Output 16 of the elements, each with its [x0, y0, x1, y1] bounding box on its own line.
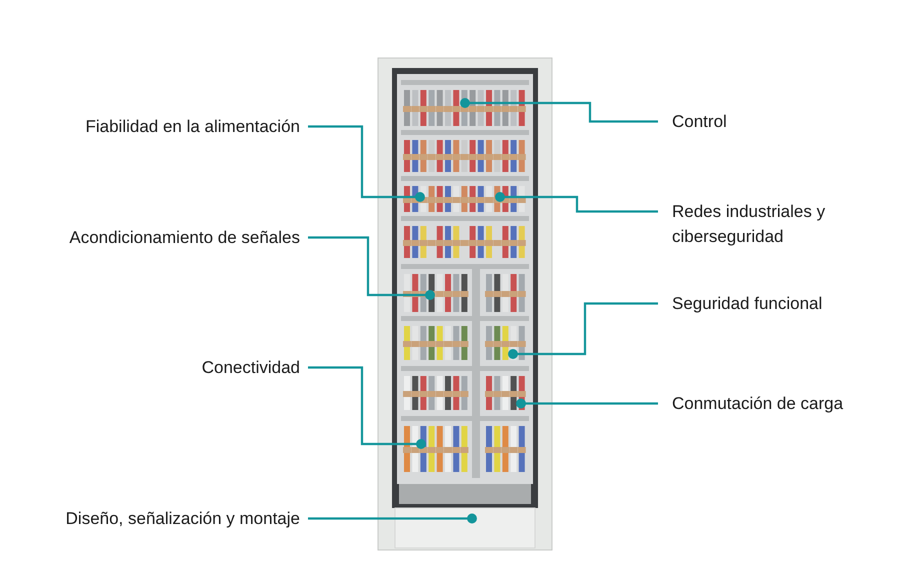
callout-label: Conmutación de carga — [672, 393, 844, 415]
leader-line — [308, 366, 426, 449]
leader-line — [308, 125, 425, 202]
leader-line — [508, 302, 658, 359]
callout-label: Seguridad funcional — [672, 293, 822, 315]
callout-label: Fiabilidad en la alimentación — [85, 116, 300, 138]
leader-line — [516, 398, 658, 408]
callout-label: Redes industriales y ciberseguridad — [672, 201, 826, 248]
callout-label: Conectividad — [202, 357, 300, 379]
callout-label: Acondicionamiento de señales — [69, 227, 300, 249]
leader-line — [308, 236, 435, 300]
leader-line — [495, 192, 658, 213]
callout-label: Diseño, señalización y montaje — [66, 508, 300, 530]
leader-line — [308, 514, 477, 524]
leader-line — [460, 98, 658, 123]
callout-label: Control — [672, 111, 727, 133]
